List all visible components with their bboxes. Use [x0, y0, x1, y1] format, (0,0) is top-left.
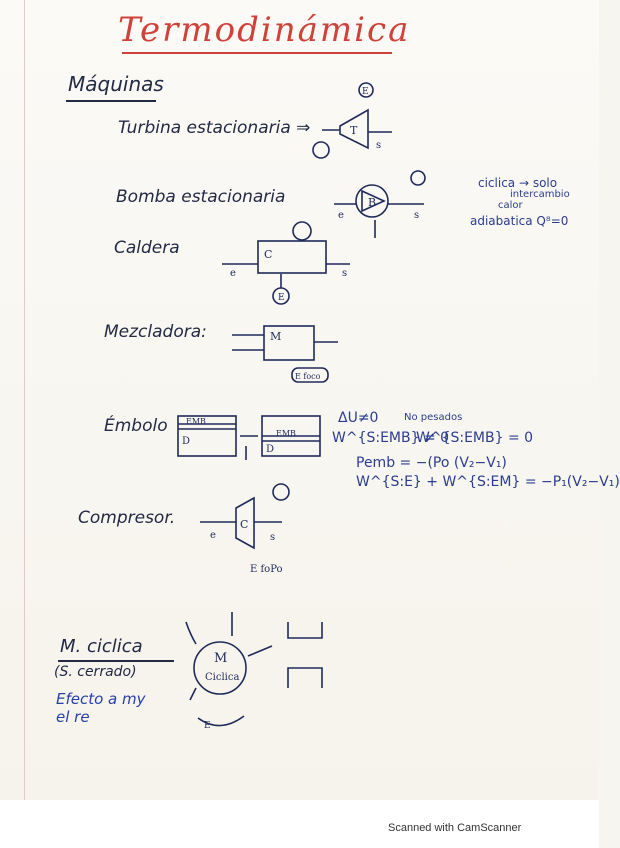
page-title: Termodinámica [118, 10, 411, 50]
label-s-cerrado: (S. cerrado) [54, 664, 137, 680]
compressor-efopo-label: E foPo [250, 564, 283, 575]
page-margin-line [24, 0, 25, 800]
note-el-re: el re [56, 708, 90, 726]
mixer-box [263, 325, 315, 361]
boiler-e-label: e [230, 268, 236, 279]
cyclic-m-label: M [214, 651, 227, 666]
turbine-s-label: s [376, 140, 381, 151]
cyclic-arrow-out-2 [189, 687, 197, 701]
boiler-e-circle-label: E [278, 293, 285, 303]
scanner-footer-band [0, 800, 599, 848]
section-m-ciclica: M. ciclica [60, 636, 143, 657]
turbine-rw-circle [312, 141, 330, 159]
section-maquinas: Máquinas [68, 72, 164, 96]
cyclic-e-label: E [204, 721, 211, 731]
note-adiabatica: adiabatica Q⁸=0 [470, 214, 569, 228]
label-compresor: Compresor. [78, 508, 176, 528]
boiler-diagram [222, 221, 350, 305]
pump-s-label: s [414, 210, 419, 221]
note-ciclica-2: intercambio [510, 189, 570, 200]
cyclic-graph-2 [287, 667, 323, 688]
eq-pemb: Pemb = −(Po (V₂−V₁) [356, 455, 507, 471]
compressor-c-label: C [240, 518, 248, 531]
piston-d-label-2: D [266, 444, 274, 455]
cyclic-arrow-in-1 [185, 621, 197, 645]
cyclic-arrow-loop [197, 715, 245, 727]
turbine-energy-circle [358, 82, 374, 98]
boiler-box [257, 240, 327, 274]
compressor-s-label: s [270, 532, 275, 543]
mixer-efoco-label: E foco [295, 372, 321, 381]
label-caldera: Caldera [114, 238, 180, 258]
pump-diagram [334, 170, 426, 238]
cyclic-arrow-out [247, 645, 273, 657]
piston-emb-label-2: EMB [276, 429, 296, 438]
mixer-m-label: M [270, 330, 281, 343]
eq-delta-u: ΔU≠0 [338, 410, 379, 426]
compressor-shape [235, 496, 255, 550]
pump-e-label: e [338, 210, 344, 221]
compressor-e-label: e [210, 530, 216, 541]
section-maquinas-underline [66, 100, 156, 102]
piston-box-1 [177, 415, 237, 457]
eq-w-emb-zero: W^{S:EMB} = 0 [416, 430, 534, 446]
machine-diagrams: T E s B e s C E e s M E foco [177, 82, 426, 731]
note-ciclica-1: ciclica → solo [478, 176, 558, 190]
title-underline [122, 52, 392, 54]
pump-triangle [361, 189, 386, 213]
cyclic-graph-1 [287, 622, 323, 639]
piston-d-label-1: D [182, 436, 190, 447]
boiler-c-label: C [264, 248, 272, 261]
turbine-shape [339, 108, 369, 150]
cyclic-ciclica-label: Ciclica [205, 672, 239, 683]
cyclic-machine-circle [193, 641, 247, 695]
note-ciclica-3: calor [498, 200, 523, 211]
mixer-efoco-box [291, 367, 329, 383]
boiler-s-label: s [342, 268, 347, 279]
pump-b-label: B [368, 196, 376, 209]
eq-work-sum: W^{S:E} + W^{S:EM} = −P₁(V₂−V₁) [356, 474, 620, 490]
turbine-e-label: E [362, 87, 369, 97]
piston-emb-label-1: EMB [186, 417, 206, 426]
notebook-page [0, 0, 599, 800]
pump-rw-circle [410, 170, 426, 186]
pump-circle [355, 184, 389, 218]
compressor-diagram [200, 483, 290, 550]
label-turbina: Turbina estacionaria ⇒ [118, 118, 311, 138]
label-bomba: Bomba estacionaria [116, 187, 286, 207]
mixer-diagram [232, 325, 338, 383]
piston-diagram [177, 415, 321, 460]
boiler-rq-circle [292, 221, 312, 241]
turbine-t-label: T [350, 124, 358, 137]
eq-no-pesados: No pesados [404, 412, 463, 423]
cyclic-machine-diagram [185, 612, 323, 727]
label-mezcladora: Mezcladora: [104, 322, 207, 342]
label-embolo: Émbolo [104, 416, 168, 436]
turbine-diagram [312, 82, 392, 159]
section-m-ciclica-underline [58, 660, 174, 662]
compressor-rw-circle [272, 483, 290, 501]
note-efecto: Efecto a my [56, 690, 146, 708]
eq-w-emb-nonzero: W^{S:EMB} ≠ 0 [332, 430, 450, 446]
scanner-footer-text: Scanned with CamScanner [388, 822, 522, 834]
